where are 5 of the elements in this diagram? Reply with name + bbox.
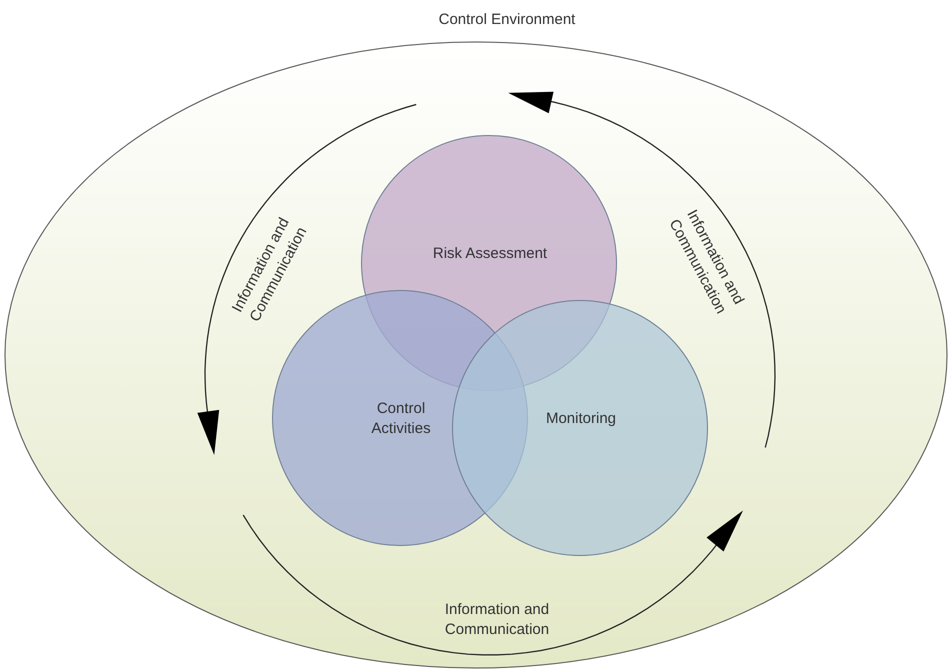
- ellipse-heading: Control Environment: [438, 10, 576, 30]
- circle-label: Control Activities: [370, 399, 432, 439]
- arrow-label: Information and Communication: [444, 600, 550, 640]
- circle-label: Risk Assessment: [432, 244, 548, 264]
- circle-label: Monitoring: [544, 409, 618, 429]
